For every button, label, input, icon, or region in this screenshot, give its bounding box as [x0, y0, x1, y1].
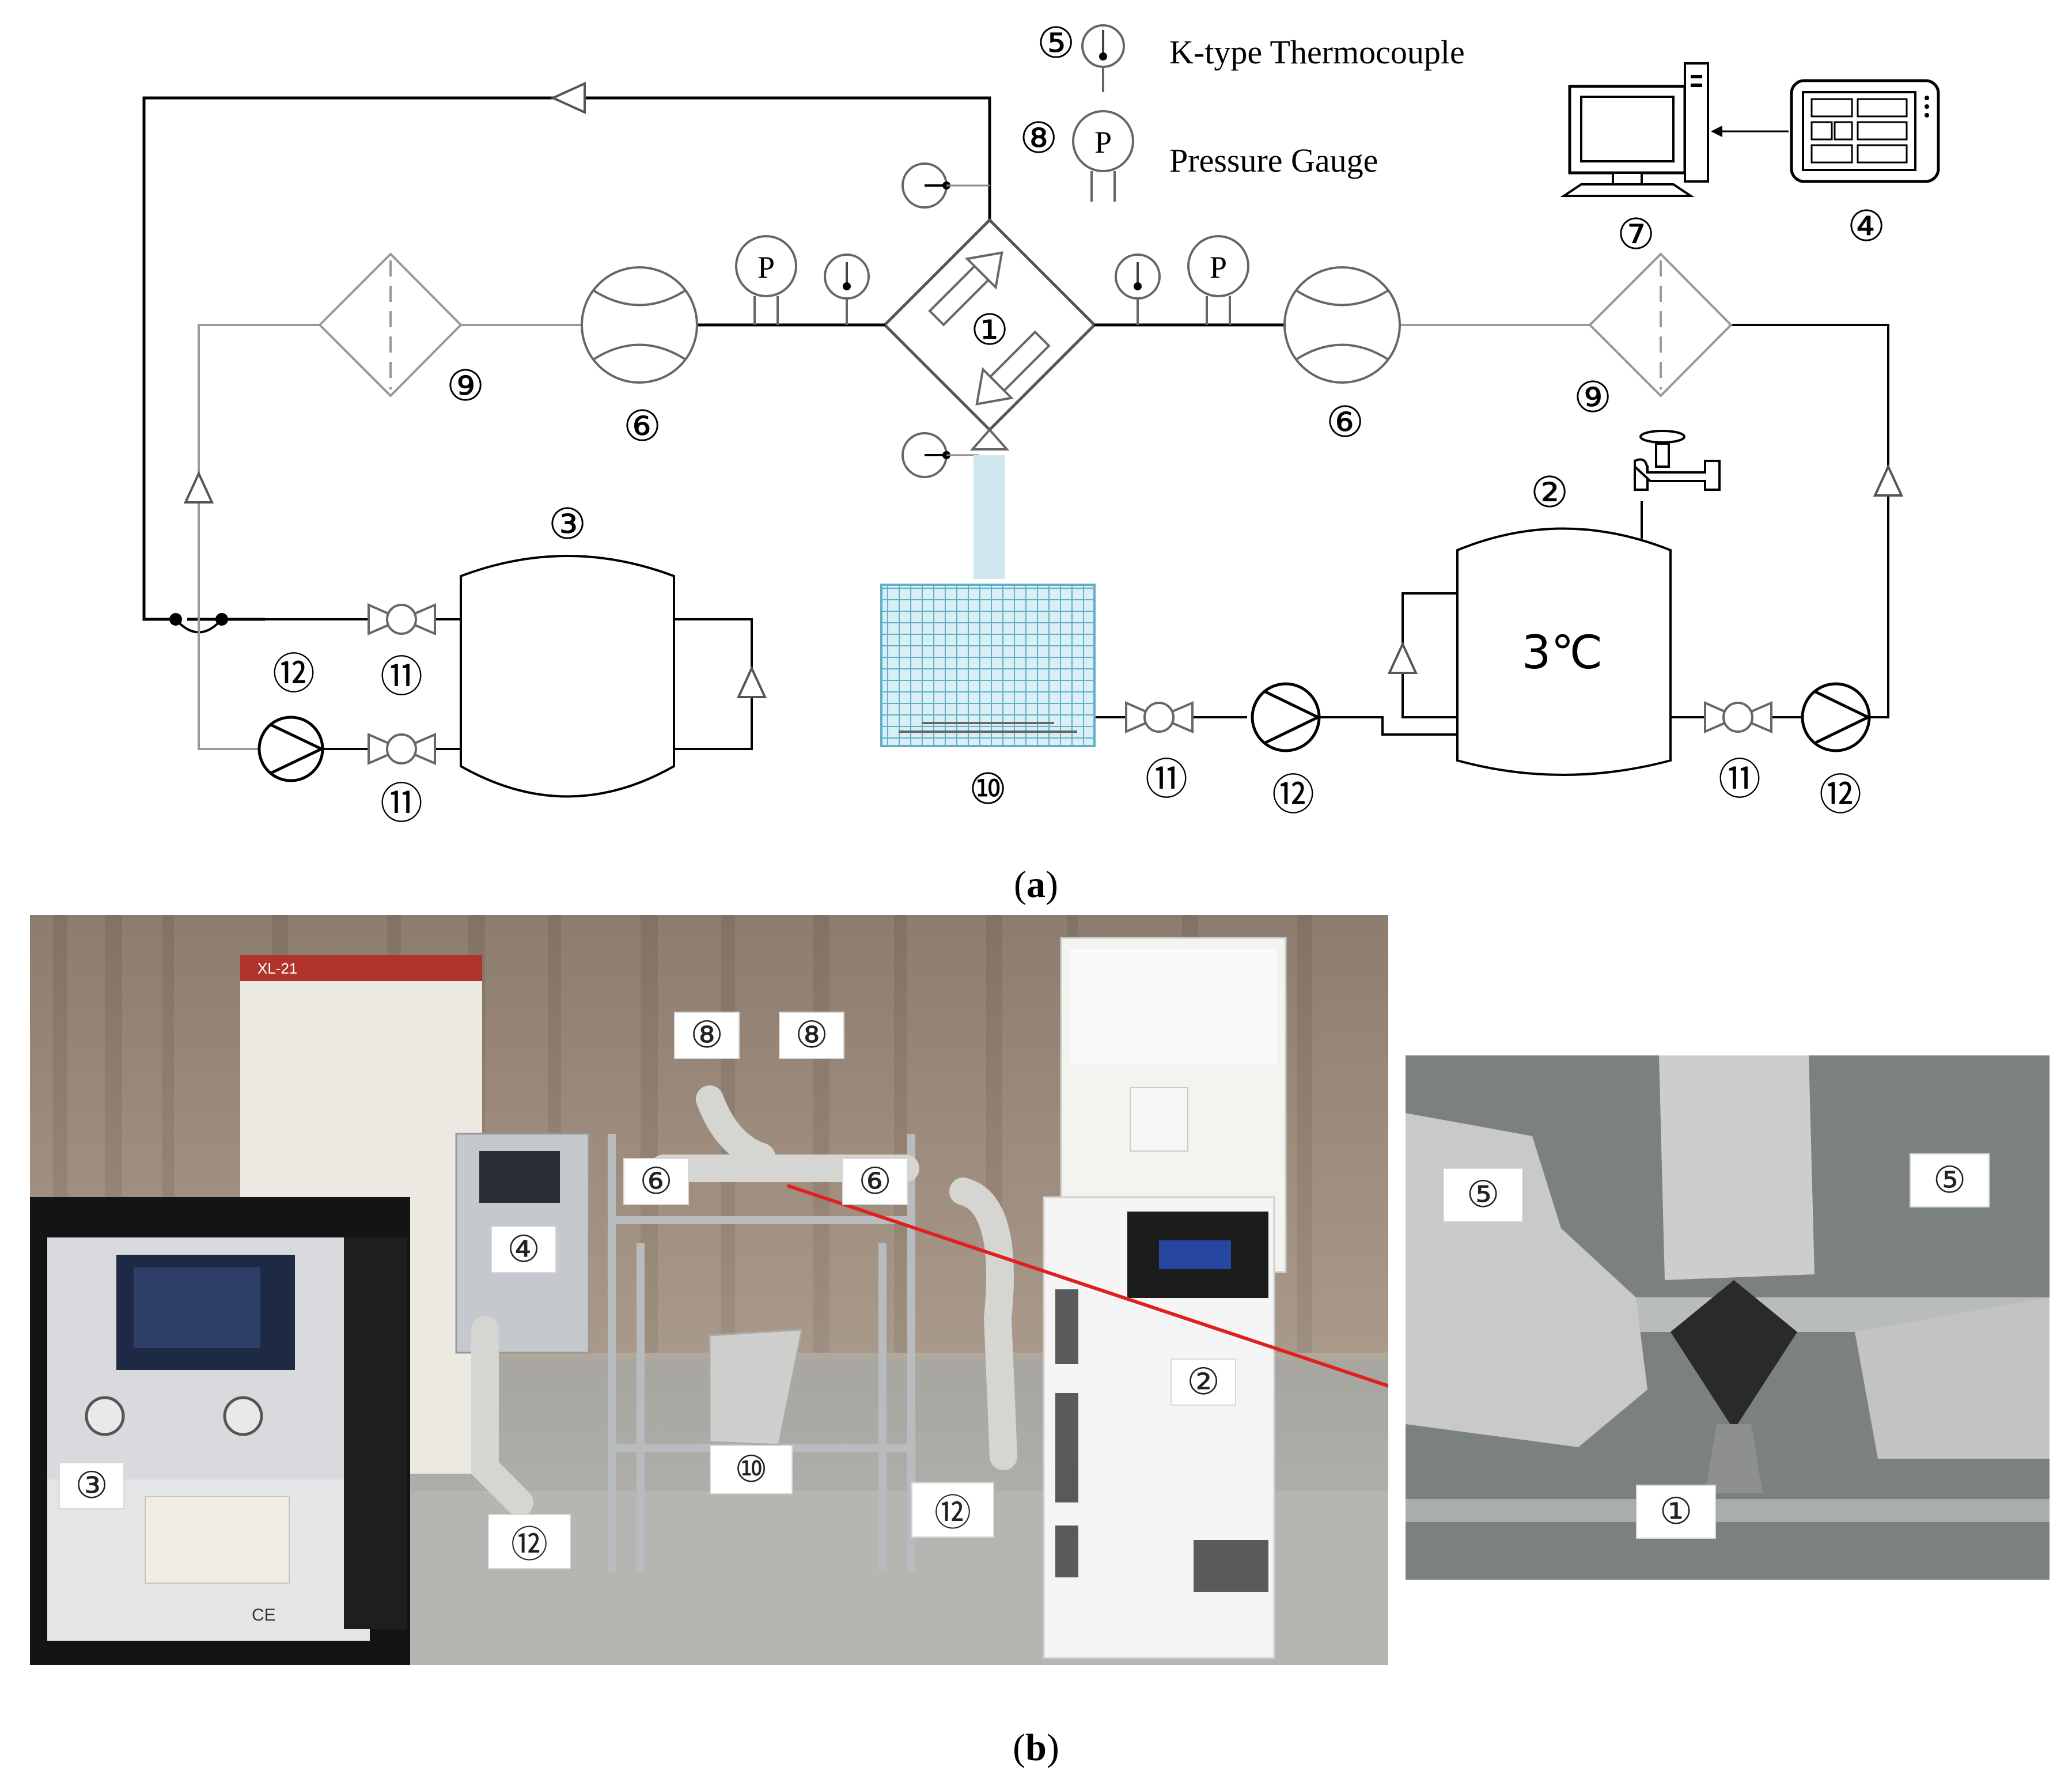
flow-arrow-icon [550, 81, 586, 115]
heat-exchanger-closeup: ⑤ ⑤ ① [1406, 1055, 2050, 1580]
filter-left-label: ⑨ [446, 361, 484, 411]
computer-icon: ⑦ [1560, 62, 1709, 259]
controller-icon: ④ [1790, 79, 1940, 251]
thermocouple-icon [824, 253, 870, 325]
cold-tank-temperature: 3℃ [1522, 626, 1603, 679]
tag-flowmeter-right: ⑥ [842, 1158, 908, 1205]
pressure-gauge-icon: P [1187, 235, 1249, 325]
flowmeter-right-label: ⑥ [1326, 398, 1364, 447]
pump-hot-label: ⑫ [272, 649, 315, 699]
svg-text:P: P [1094, 125, 1112, 160]
svg-text:P: P [757, 250, 775, 285]
flow-arrow-icon [183, 471, 214, 504]
tag-ice-tank: ⑩ [710, 1445, 793, 1494]
ce-mark: CE [252, 1606, 276, 1625]
hot-tank: ③ [460, 499, 675, 798]
controller-label: ④ [1847, 202, 1885, 251]
legend: ⑤ K-type Thermocouple ⑧ P Pressure Gauge [1020, 18, 1465, 202]
cabinet-label: XL-21 [257, 960, 297, 977]
flow-arrow-icon [1387, 641, 1418, 674]
tag-flowmeter-left: ⑥ [623, 1158, 689, 1205]
svg-text:P: P [1210, 250, 1227, 285]
tag-controller: ④ [491, 1226, 556, 1273]
filter-left: ⑨ [318, 252, 484, 411]
tag-gauge-right: ⑧ [779, 1012, 844, 1059]
valve-cold-label: ⑪ [1718, 755, 1761, 804]
hot-tank-label: ③ [548, 499, 586, 549]
flowmeter-left-label: ⑥ [623, 402, 661, 451]
pressure-gauge-legend: ⑧ P Pressure Gauge [1020, 110, 1378, 202]
pressure-gauge-icon: P [735, 235, 797, 325]
flowmeter-right: ⑥ [1283, 266, 1401, 447]
pressure-gauge-legend-icon [1072, 110, 1134, 172]
valve-hot-bottom-label: ⑪ [380, 779, 423, 828]
caption-b: (b) [1013, 1727, 1059, 1769]
tag-gauge-left: ⑧ [674, 1012, 740, 1059]
valve-icon: ⑪ [1704, 701, 1772, 804]
pressure-gauge-legend-label: Pressure Gauge [1169, 142, 1378, 179]
tag-pump-right: ⑫ [911, 1482, 994, 1538]
valve-icon: ⑪ [1125, 701, 1194, 804]
heat-exchanger: ① [882, 218, 1097, 451]
tag-pump-left: ⑫ [488, 1514, 571, 1569]
filter-right: ⑨ [1574, 252, 1733, 422]
caption-a-letter: a [1026, 864, 1046, 906]
cold-tank: ② 3℃ [1456, 468, 1672, 776]
tag-exchanger: ① [1636, 1485, 1716, 1539]
ice-tank-label: ⑩ [969, 764, 1007, 814]
cold-tank-label: ② [1531, 468, 1569, 517]
faucet-icon [1634, 430, 1721, 491]
pump-icon: ⑫ [1801, 682, 1872, 820]
tag-cold-chiller: ② [1171, 1358, 1236, 1406]
filter-right-label: ⑨ [1574, 373, 1612, 422]
pump-icon: ⑫ [257, 649, 325, 782]
caption-a: (a) [1014, 864, 1058, 906]
thermocouple-legend: ⑤ K-type Thermocouple [1037, 18, 1465, 92]
valve-icon: ⑪ [368, 603, 436, 702]
pump-cold-label: ⑫ [1819, 770, 1862, 820]
computer-label: ⑦ [1617, 210, 1655, 259]
heat-exchanger-label: ① [971, 305, 1009, 355]
ice-tank: ⑩ [880, 584, 1096, 814]
tag-hot-chiller: ③ [59, 1462, 124, 1509]
valve-hot-top-label: ⑪ [380, 652, 423, 702]
valve-icon: ⑪ [368, 732, 436, 828]
water-stream [974, 455, 1005, 579]
zoom-arrow [787, 1184, 1388, 1388]
thermocouple-icon [1115, 253, 1161, 325]
valve-ice-label: ⑪ [1145, 755, 1188, 804]
pressure-gauge-legend-number: ⑧ [1020, 113, 1058, 163]
thermocouple-icon [901, 432, 979, 478]
schematic-diagram: ⑤ K-type Thermocouple ⑧ P Pressure Gauge [142, 18, 1940, 828]
flowmeter-left: ⑥ [581, 266, 698, 451]
tag-thermocouple-right: ⑤ [1910, 1153, 1990, 1208]
thermocouple-icon [901, 162, 990, 209]
pump-icon: ⑫ [1251, 682, 1321, 820]
thermocouple-legend-number: ⑤ [1037, 18, 1075, 68]
thermocouple-legend-label: K-type Thermocouple [1169, 33, 1465, 71]
experimental-setup-photo: XL-21 CE [30, 915, 1388, 1665]
caption-b-letter: b [1025, 1727, 1047, 1769]
flow-arrow-icon [1873, 464, 1904, 497]
pump-ice-label: ⑫ [1272, 770, 1315, 820]
flow-arrow-icon [736, 665, 767, 698]
tag-thermocouple-left: ⑤ [1443, 1168, 1523, 1222]
